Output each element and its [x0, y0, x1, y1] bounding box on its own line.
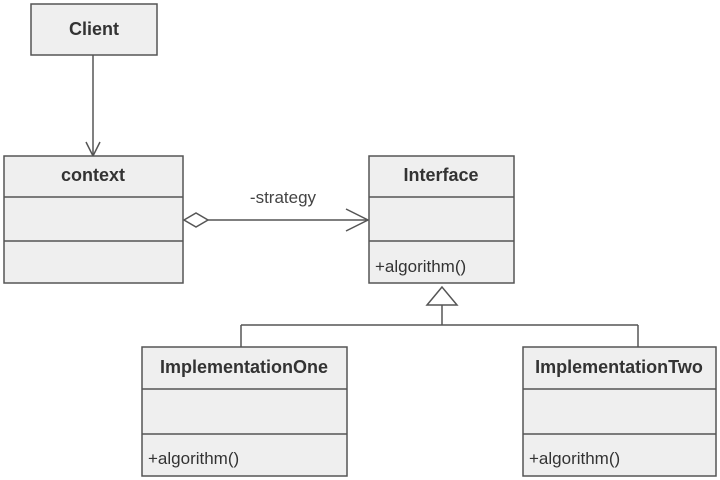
strategy-arrowhead [345, 208, 370, 232]
strategy-label: -strategy [250, 188, 317, 207]
class-implementation-one-name: ImplementationOne [160, 357, 328, 377]
class-implementation-one-operation: +algorithm() [148, 449, 239, 468]
class-implementation-two: ImplementationTwo +algorithm() [522, 346, 717, 477]
class-interface: Interface +algorithm() [368, 155, 515, 284]
class-client-name: Client [69, 19, 119, 39]
class-interface-box [368, 155, 515, 284]
edges: -strategy [85, 55, 639, 347]
class-context: context [3, 155, 184, 284]
class-interface-name: Interface [403, 165, 478, 185]
generalization-triangle-icon [425, 285, 459, 306]
class-implementation-one: ImplementationOne +algorithm() [141, 346, 348, 477]
class-context-box [3, 155, 184, 284]
class-implementation-one-box [141, 346, 348, 477]
class-client: Client [30, 3, 158, 56]
class-implementation-two-operation: +algorithm() [529, 449, 620, 468]
class-client-box [30, 3, 158, 56]
aggregation-diamond-icon [182, 212, 210, 228]
class-implementation-two-name: ImplementationTwo [535, 357, 703, 377]
class-interface-operation: +algorithm() [375, 257, 466, 276]
class-context-name: context [61, 165, 125, 185]
class-implementation-two-box [522, 346, 717, 477]
